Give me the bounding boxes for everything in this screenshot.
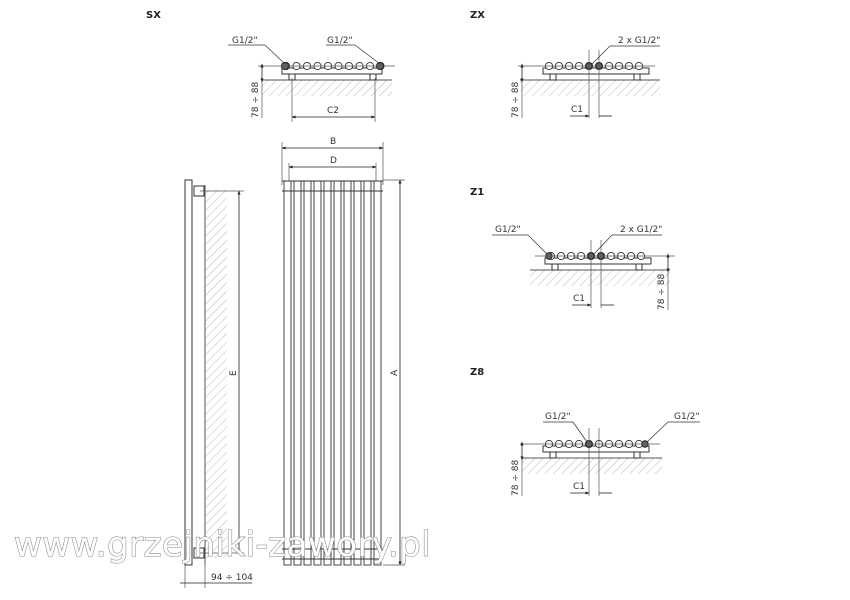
zx-c1-label: C1 — [571, 105, 583, 115]
front-tube — [323, 180, 332, 566]
front-b-label: B — [330, 137, 336, 147]
side-view: E 94 ÷ 104 — [180, 179, 253, 588]
z1-wall-hatch — [530, 270, 670, 286]
zx-title: ZX — [470, 10, 485, 21]
side-wall-distance-label: 94 ÷ 104 — [211, 573, 253, 583]
z1-title: Z1 — [470, 187, 484, 198]
z8-conn-left-label: G1/2" — [545, 412, 571, 422]
front-tubes — [283, 180, 382, 566]
side-radiator-profile — [184, 179, 193, 566]
sx-title: SX — [146, 10, 161, 21]
sx-conn-left-label: G1/2" — [232, 36, 258, 46]
z8-depth-label: 78 ÷ 88 — [511, 460, 521, 496]
sx-foot-right — [369, 73, 377, 81]
front-a-label: A — [390, 369, 400, 376]
front-tube — [283, 180, 292, 566]
sx-c2-label: C2 — [327, 106, 339, 116]
front-d-label: D — [330, 156, 337, 166]
side-wall-hatch — [205, 190, 227, 558]
watermark-text: www.grzejniki-zawory.pl — [14, 525, 431, 565]
z1-depth-label: 78 ÷ 88 — [657, 274, 667, 310]
sx-leader-right — [354, 44, 381, 65]
z1-conn-left-label: G1/2" — [495, 225, 521, 235]
front-tube — [333, 180, 342, 566]
z8-top-view: Z8 G1/2" G1/2" 78 ÷ 88 C1 — [470, 367, 700, 496]
z8-wall-hatch — [522, 458, 662, 474]
z8-c1-label: C1 — [573, 482, 585, 492]
front-view: B D A — [281, 137, 405, 566]
front-tube — [363, 180, 372, 566]
sx-leader-left — [264, 44, 286, 65]
zx-depth-label: 78 ÷ 88 — [511, 82, 521, 118]
front-tube — [353, 180, 362, 566]
z8-conn-right-label: G1/2" — [674, 412, 700, 422]
front-tube — [343, 180, 352, 566]
z1-c1-label: C1 — [573, 294, 585, 304]
sx-radiator-body — [281, 67, 383, 75]
zx-leader — [591, 45, 611, 65]
front-tube — [293, 180, 302, 566]
zx-conn-label: 2 x G1/2" — [618, 36, 660, 46]
sx-depth-label: 78 ÷ 88 — [251, 82, 261, 118]
zx-top-view: ZX 2 x G1/2" 78 ÷ 88 C1 — [470, 10, 660, 118]
front-tube — [373, 180, 382, 566]
front-tube — [313, 180, 322, 566]
sx-conn-right-label: G1/2" — [327, 36, 353, 46]
side-e-label: E — [229, 370, 239, 376]
sx-wall-hatch — [262, 80, 392, 96]
sx-top-view: SX G1/2" G1/2" 78 ÷ 88 C2 — [146, 10, 395, 122]
z8-title: Z8 — [470, 367, 484, 378]
z1-conn-right-label: 2 x G1/2" — [620, 225, 662, 235]
z1-top-view: Z1 G1/2" 2 x G1/2" 78 ÷ 88 C1 — [470, 187, 675, 310]
front-tube — [303, 180, 312, 566]
zx-wall-hatch — [520, 80, 660, 96]
